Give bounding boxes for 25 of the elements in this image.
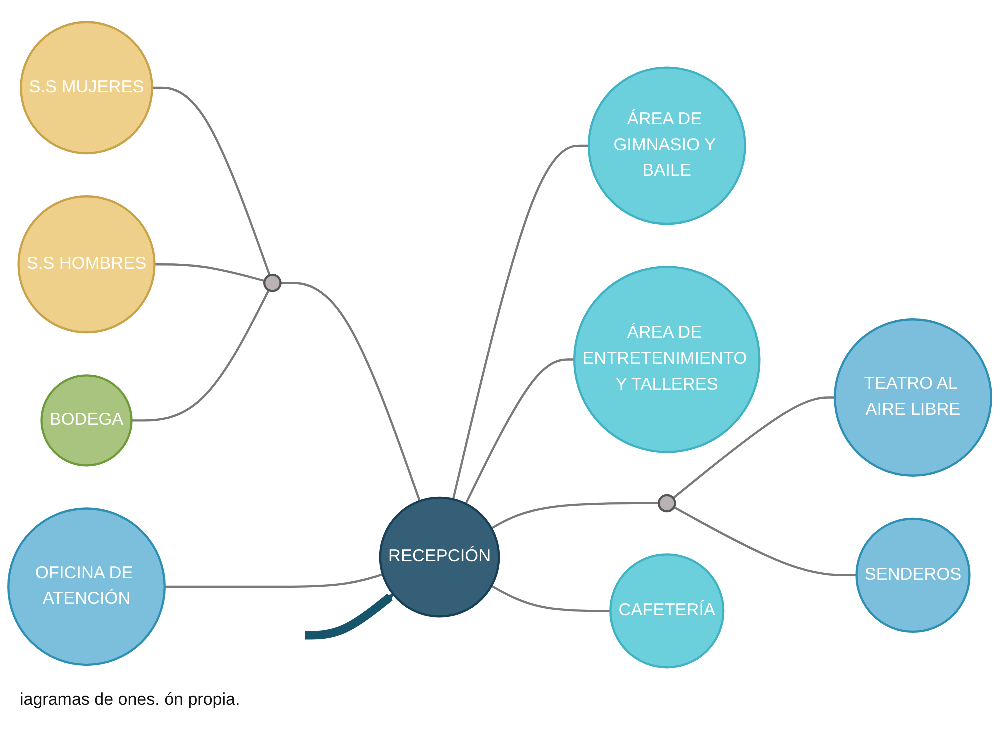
- connector: [464, 358, 575, 505]
- node-circle: SENDEROS: [856, 518, 971, 634]
- connector: [491, 585, 611, 612]
- connector: [164, 574, 384, 588]
- connector: [672, 396, 836, 500]
- note-text: iagramas de ones. ón propia.: [20, 690, 240, 710]
- node-circle: ÁREA DE GIMNASIO Y BAILE: [588, 66, 746, 226]
- node-circle: BODEGA: [40, 374, 133, 467]
- node-circle: TEATRO AL AIRE LIBRE: [834, 318, 992, 477]
- connector: [132, 290, 270, 422]
- node-circle: S.S MUJERES: [20, 21, 154, 155]
- node-circle: OFICINA DE ATENCIÓN: [8, 508, 166, 666]
- node-circle: S.S HOMBRES: [18, 196, 156, 334]
- connector: [491, 502, 660, 530]
- connector: [154, 264, 266, 282]
- node-circle: ÁREA DE ENTRETENIMIENTO Y TALLERES: [573, 266, 761, 454]
- node-circle: [264, 274, 282, 292]
- arrow: [305, 594, 394, 640]
- connector: [674, 506, 857, 577]
- connector: [280, 282, 421, 502]
- node-circle: [658, 494, 676, 513]
- connector: [452, 144, 589, 500]
- node-circle: RECEPCIÓN: [379, 496, 500, 618]
- node-circle: CAFETERÍA: [610, 554, 725, 669]
- connector: [152, 86, 271, 276]
